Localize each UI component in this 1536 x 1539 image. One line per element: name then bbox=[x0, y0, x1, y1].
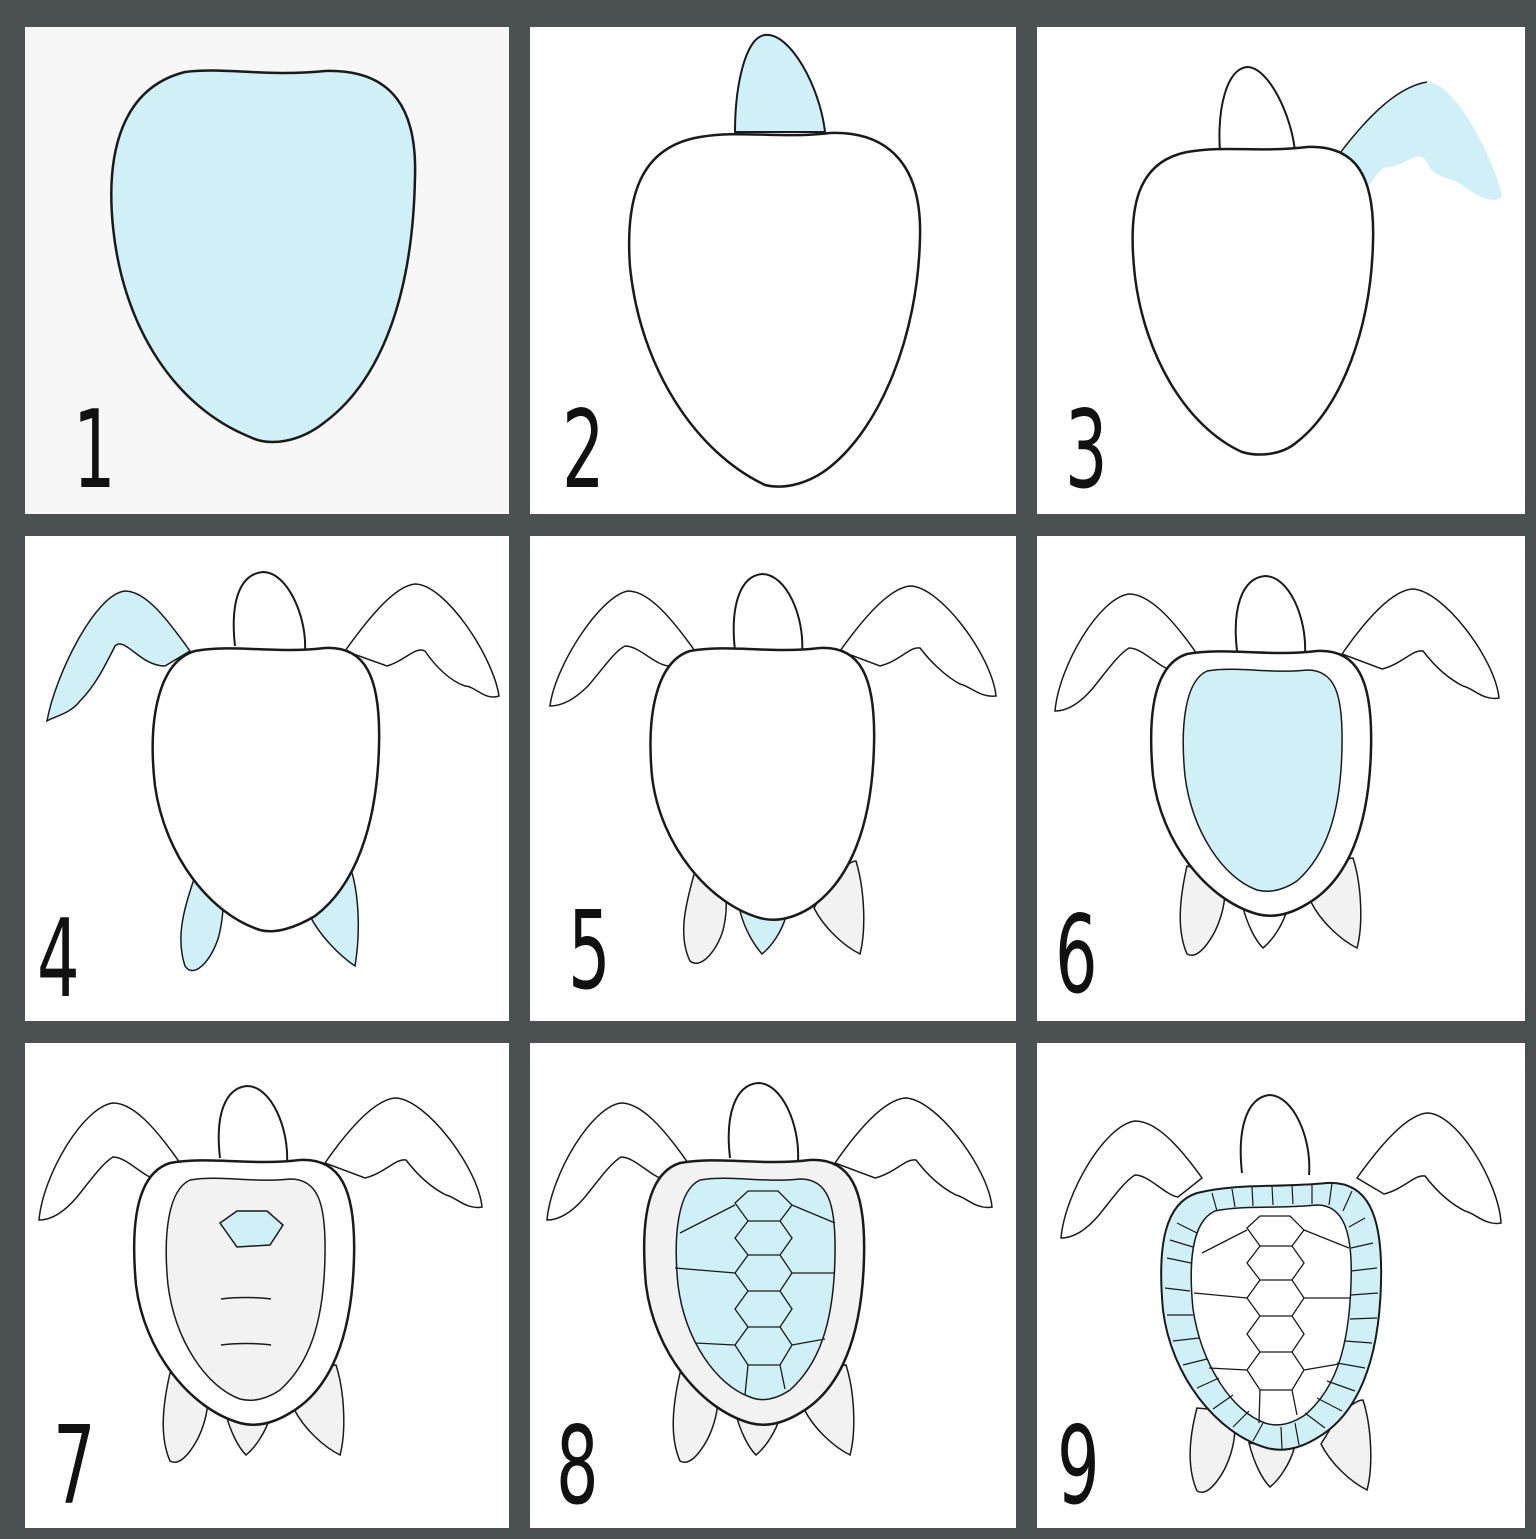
step-panel-8: 8 bbox=[530, 1043, 1016, 1528]
shell-shape bbox=[629, 133, 920, 487]
step-panel-5: 5 bbox=[530, 536, 1016, 1021]
step-9-drawing bbox=[1037, 1043, 1525, 1528]
step-panel-3: 3 bbox=[1037, 27, 1525, 514]
head-shape bbox=[729, 1083, 798, 1161]
step-number: 9 bbox=[1057, 1413, 1100, 1521]
head-shape bbox=[234, 572, 305, 651]
head-shape bbox=[1236, 576, 1305, 654]
head-shape bbox=[1219, 67, 1295, 152]
shell-shape bbox=[651, 648, 875, 920]
step-number: 5 bbox=[568, 898, 611, 1006]
step-panel-7: 7 bbox=[25, 1043, 509, 1528]
step-7-drawing bbox=[25, 1043, 509, 1528]
step-number: 4 bbox=[37, 906, 80, 1014]
head-shape bbox=[734, 574, 803, 654]
step-panel-2: 2 bbox=[530, 27, 1016, 514]
step-number: 3 bbox=[1065, 397, 1108, 505]
step-panel-1: 1 bbox=[25, 27, 509, 514]
step-number: 6 bbox=[1055, 902, 1098, 1010]
step-panel-4: 4 bbox=[25, 536, 509, 1021]
step-6-drawing bbox=[1037, 536, 1525, 1021]
head-shape bbox=[735, 35, 825, 132]
step-8-drawing bbox=[530, 1043, 1016, 1528]
head-shape bbox=[1241, 1095, 1310, 1175]
step-4-drawing bbox=[25, 536, 509, 1021]
step-number: 1 bbox=[73, 397, 116, 505]
step-number: 2 bbox=[562, 397, 605, 505]
step-3-drawing bbox=[1037, 27, 1525, 514]
step-panel-9: 9 bbox=[1037, 1043, 1525, 1528]
right-front-flipper bbox=[325, 1098, 482, 1207]
step-panel-6: 6 bbox=[1037, 536, 1525, 1021]
right-front-flipper bbox=[1357, 1113, 1501, 1223]
shell-shape bbox=[111, 71, 415, 442]
head-shape bbox=[219, 1086, 287, 1163]
right-front-flipper bbox=[835, 1098, 992, 1207]
right-front-flipper bbox=[1342, 589, 1499, 698]
step-number: 7 bbox=[53, 1413, 96, 1521]
shell-shape bbox=[1133, 147, 1374, 455]
step-number: 8 bbox=[556, 1413, 599, 1521]
